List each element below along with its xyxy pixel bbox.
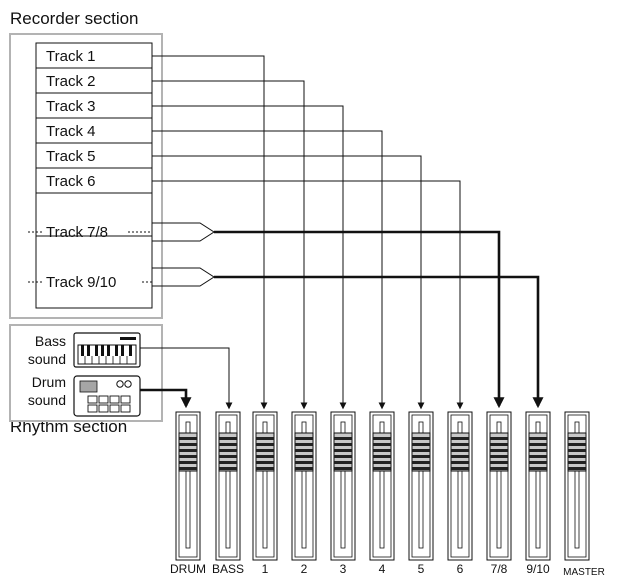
- channel-label-4: 4: [379, 562, 386, 576]
- fader-knob: [450, 432, 470, 472]
- fader-knob: [528, 432, 548, 472]
- track-box-7-8: [35, 192, 153, 237]
- channel-strip-bass: [215, 411, 241, 561]
- recorder-section-title: Recorder section: [10, 9, 139, 28]
- fader-slot: [418, 421, 424, 549]
- fader-knob: [178, 432, 198, 472]
- channel-label-bass: BASS: [212, 562, 244, 576]
- route-drum: [140, 388, 192, 409]
- fader-knob: [567, 432, 587, 472]
- channel-label-7-8: 7/8: [491, 562, 508, 576]
- channel-strip-master: [564, 411, 590, 561]
- route-track-1: [152, 55, 268, 410]
- thin-routing-lines: [140, 55, 464, 410]
- keyboard-icon: [73, 332, 141, 368]
- mixer-channels: [175, 411, 590, 561]
- track-label-4: Track 4: [46, 123, 95, 140]
- channel-strip-7-8: [486, 411, 512, 561]
- channel-strip-3: [330, 411, 356, 561]
- route-track-4: [152, 130, 386, 410]
- bass-label-line2: sound: [28, 351, 66, 367]
- channel-label-5: 5: [418, 562, 425, 576]
- fader-slot: [340, 421, 346, 549]
- channel-strip-drum: [175, 411, 201, 561]
- channel-label-drum: DRUM: [170, 562, 206, 576]
- track-list: Track 1 Track 2 Track 3 Track 4 Track 5 …: [28, 42, 153, 309]
- route-track-7-8: [214, 230, 505, 409]
- thick-routing-lines: [140, 230, 544, 409]
- track-label-2: Track 2: [46, 73, 95, 90]
- channel-strip-4: [369, 411, 395, 561]
- channel-strip-6: [447, 411, 473, 561]
- bass-label-line1: Bass: [35, 333, 66, 349]
- rhythm-section-title: Rhythm section: [10, 417, 127, 436]
- fader-slot: [185, 421, 191, 549]
- route-bass: [140, 347, 233, 410]
- drum-machine-icon: [73, 375, 141, 417]
- channel-strip-1: [252, 411, 278, 561]
- route-track-6: [152, 180, 464, 410]
- route-track-9-10: [214, 275, 544, 409]
- fader-slot: [379, 421, 385, 549]
- fader-slot: [457, 421, 463, 549]
- track-box-4: [35, 117, 153, 144]
- route-track-5: [152, 155, 425, 410]
- track-label-7-8: Track 7/8: [46, 224, 108, 241]
- channel-label-1: 1: [262, 562, 269, 576]
- fader-slot: [225, 421, 231, 549]
- channel-strip-5: [408, 411, 434, 561]
- fader-knob: [218, 432, 238, 472]
- channel-label-6: 6: [457, 562, 464, 576]
- fader-knob: [294, 432, 314, 472]
- fader-slot: [574, 421, 580, 549]
- fader-knob: [411, 432, 431, 472]
- track-box-9-10: [35, 235, 153, 309]
- channel-label-9-10: 9/10: [526, 562, 550, 576]
- track-box-6: [35, 167, 153, 194]
- channel-label-master: MASTER: [563, 567, 605, 578]
- fader-slot: [496, 421, 502, 549]
- fader-knob: [333, 432, 353, 472]
- channel-labels: DRUM BASS 1 2 3 4 5 6 7/8 9/10 MASTER: [170, 562, 605, 578]
- fader-slot: [262, 421, 268, 549]
- recorder-section-frame: [9, 33, 163, 319]
- track-label-3: Track 3: [46, 98, 95, 115]
- track-label-5: Track 5: [46, 148, 95, 165]
- track-label-1: Track 1: [46, 48, 95, 65]
- track-label-6: Track 6: [46, 173, 95, 190]
- channel-label-2: 2: [301, 562, 308, 576]
- drum-label-line1: Drum: [32, 374, 66, 390]
- fader-slot: [535, 421, 541, 549]
- fader-knob: [372, 432, 392, 472]
- channel-strip-9-10: [525, 411, 551, 561]
- route-track-2: [152, 80, 308, 410]
- track-label-9-10: Track 9/10: [46, 274, 116, 291]
- fader-knob: [255, 432, 275, 472]
- route-track-3: [152, 105, 347, 410]
- drum-label-line2: sound: [28, 392, 66, 408]
- channel-label-3: 3: [340, 562, 347, 576]
- fader-slot: [301, 421, 307, 549]
- channel-strip-2: [291, 411, 317, 561]
- fader-knob: [489, 432, 509, 472]
- rhythm-section-frame: [9, 324, 163, 422]
